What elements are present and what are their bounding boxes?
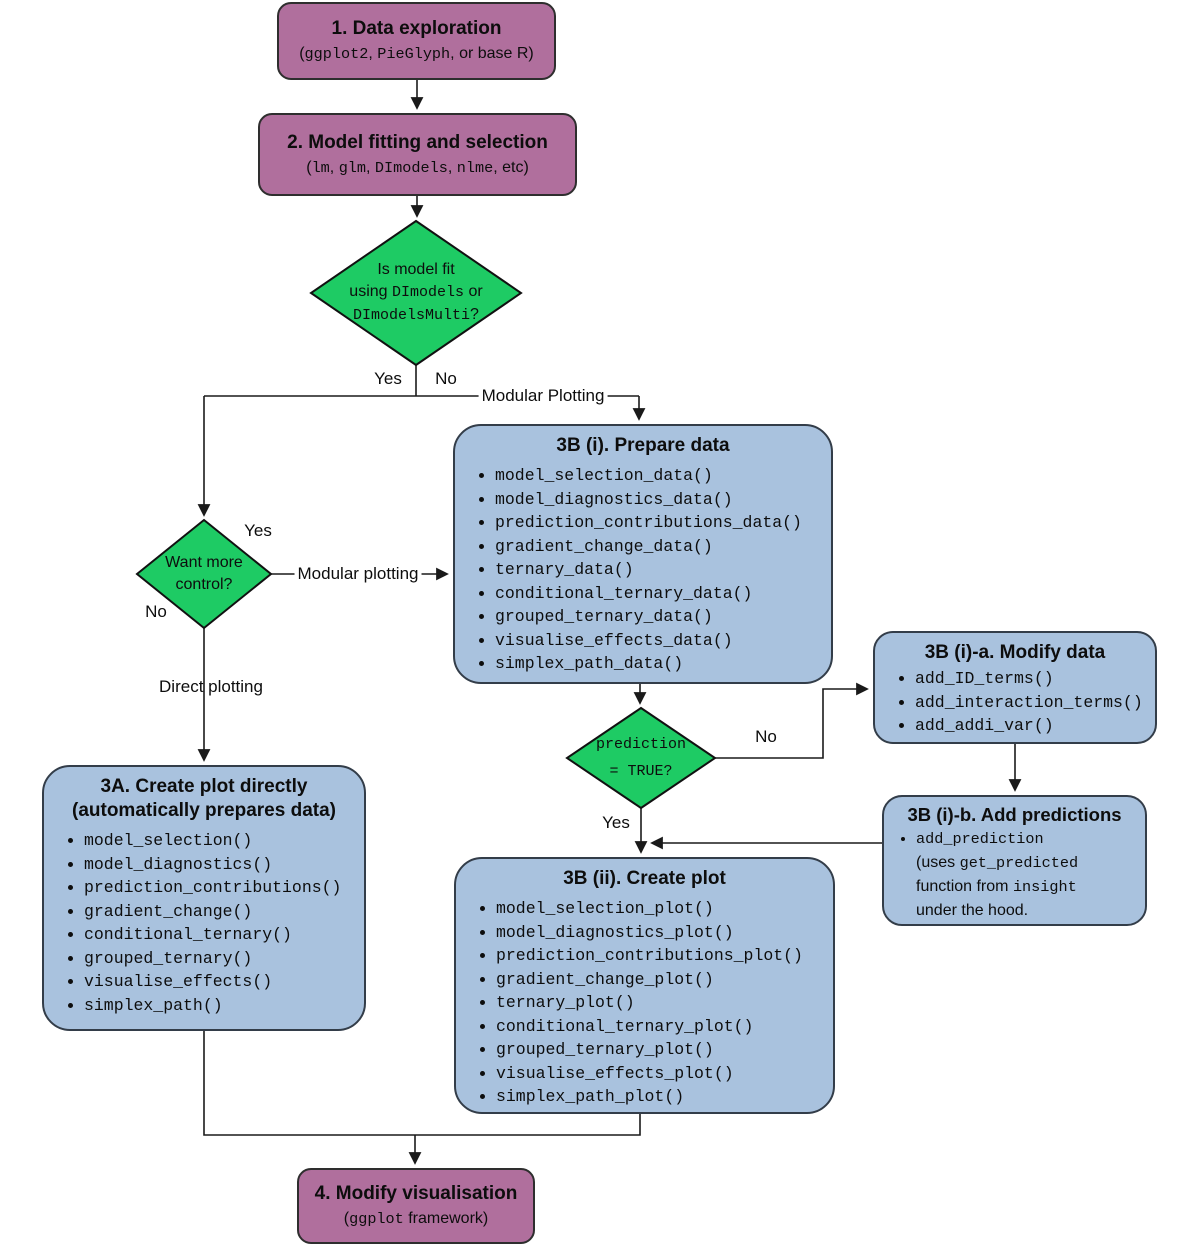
node-create-plot-directly: 3A. Create plot directly (automatically … <box>42 765 366 1031</box>
edge-label-modular-plotting-top: Modular Plotting <box>478 386 608 406</box>
function-list: model_selection_data()model_diagnostics_… <box>467 464 802 676</box>
function-item: model_selection_plot() <box>496 897 803 921</box>
function-item: gradient_change_data() <box>495 535 802 559</box>
edge-no-to-modify-data <box>715 682 869 759</box>
function-item: model_selection_data() <box>495 464 802 488</box>
node-title: 3B (i). Prepare data <box>556 435 730 456</box>
function-item: prediction_contributions_plot() <box>496 944 803 968</box>
node-model-fitting: 2. Model fitting and selection (lm, glm,… <box>258 113 577 196</box>
edge-label-direct-plotting: Direct plotting <box>159 677 263 696</box>
node-modify-visualisation: 4. Modify visualisation (ggplot framewor… <box>297 1168 535 1244</box>
node-subtitle: (ggplot framework) <box>343 1210 489 1228</box>
function-item: prediction_contributions_data() <box>495 511 802 535</box>
edge-label-no-decision2: No <box>145 602 167 621</box>
edge-label-yes-decision2: Yes <box>244 521 272 540</box>
function-item: ternary_plot() <box>496 991 803 1015</box>
edge-label-modular-plotting-mid: Modular plotting <box>294 564 422 584</box>
function-item: visualise_effects_data() <box>495 629 802 653</box>
function-item: grouped_ternary_data() <box>495 605 802 629</box>
decision-model-fit-shape <box>309 219 523 367</box>
function-item: ternary_data() <box>495 558 802 582</box>
note-text: add_prediction(uses get_predictedfunctio… <box>916 827 1078 922</box>
node-subtitle: (lm, glm, DImodels, nlme, etc) <box>306 158 529 177</box>
decision-text: prediction= TRUE? <box>595 736 686 780</box>
function-item: simplex_path_data() <box>495 652 802 676</box>
function-item: gradient_change() <box>84 900 341 924</box>
function-item: add_interaction_terms() <box>915 691 1143 715</box>
function-item: visualise_effects() <box>84 970 341 994</box>
function-item: model_selection() <box>84 829 341 853</box>
function-list: add_ID_terms()add_interaction_terms()add… <box>887 667 1143 738</box>
function-item: model_diagnostics_plot() <box>496 921 803 945</box>
node-modify-data: 3B (i)-a. Modify data add_ID_terms()add_… <box>873 631 1157 744</box>
node-title: 3B (ii). Create plot <box>563 868 726 889</box>
edge-merge-bottom <box>203 1031 641 1136</box>
edge-label-yes-decision1: Yes <box>374 369 402 388</box>
function-list: model_selection()model_diagnostics()pred… <box>56 829 341 1017</box>
function-item: conditional_ternary_data() <box>495 582 802 606</box>
function-item: add_ID_terms() <box>915 667 1143 691</box>
node-title: 4. Modify visualisation <box>314 1183 518 1204</box>
function-item: add_addi_var() <box>915 714 1143 738</box>
node-title: 3B (i)-b. Add predictions <box>907 804 1122 825</box>
node-title: 1. Data exploration <box>331 18 502 39</box>
node-title: 3A. Create plot directly <box>100 776 308 797</box>
function-item: simplex_path_plot() <box>496 1085 803 1109</box>
decision-prediction-shape <box>565 706 717 810</box>
function-item: grouped_ternary() <box>84 947 341 971</box>
function-list: model_selection_plot()model_diagnostics_… <box>468 897 803 1109</box>
function-item: visualise_effects_plot() <box>496 1062 803 1086</box>
edge-label-no-decision3: No <box>755 727 777 746</box>
node-title: 3B (i)-a. Modify data <box>924 642 1106 663</box>
function-item: simplex_path() <box>84 994 341 1018</box>
node-title: 2. Model fitting and selection <box>287 131 548 153</box>
node-data-exploration: 1. Data exploration (ggplot2, PieGlyph, … <box>277 2 556 80</box>
node-create-plot: 3B (ii). Create plot model_selection_plo… <box>454 857 835 1114</box>
decision-more-control-shape <box>135 518 273 630</box>
function-item: model_diagnostics_data() <box>495 488 802 512</box>
function-item: model_diagnostics() <box>84 853 341 877</box>
function-item: prediction_contributions() <box>84 876 341 900</box>
node-title-line2: (automatically prepares data) <box>72 800 336 821</box>
edge-label-no-decision1: No <box>435 369 457 388</box>
node-prepare-data: 3B (i). Prepare data model_selection_dat… <box>453 424 833 684</box>
function-item: grouped_ternary_plot() <box>496 1038 803 1062</box>
node-add-predictions: 3B (i)-b. Add predictions add_prediction… <box>882 795 1147 926</box>
node-subtitle: (ggplot2, PieGlyph, or base R) <box>299 45 534 63</box>
function-item: gradient_change_plot() <box>496 968 803 992</box>
edge-label-yes-decision3: Yes <box>602 813 630 832</box>
function-item: conditional_ternary_plot() <box>496 1015 803 1039</box>
function-item: conditional_ternary() <box>84 923 341 947</box>
decision-prediction-label: prediction= TRUE? <box>567 727 715 789</box>
